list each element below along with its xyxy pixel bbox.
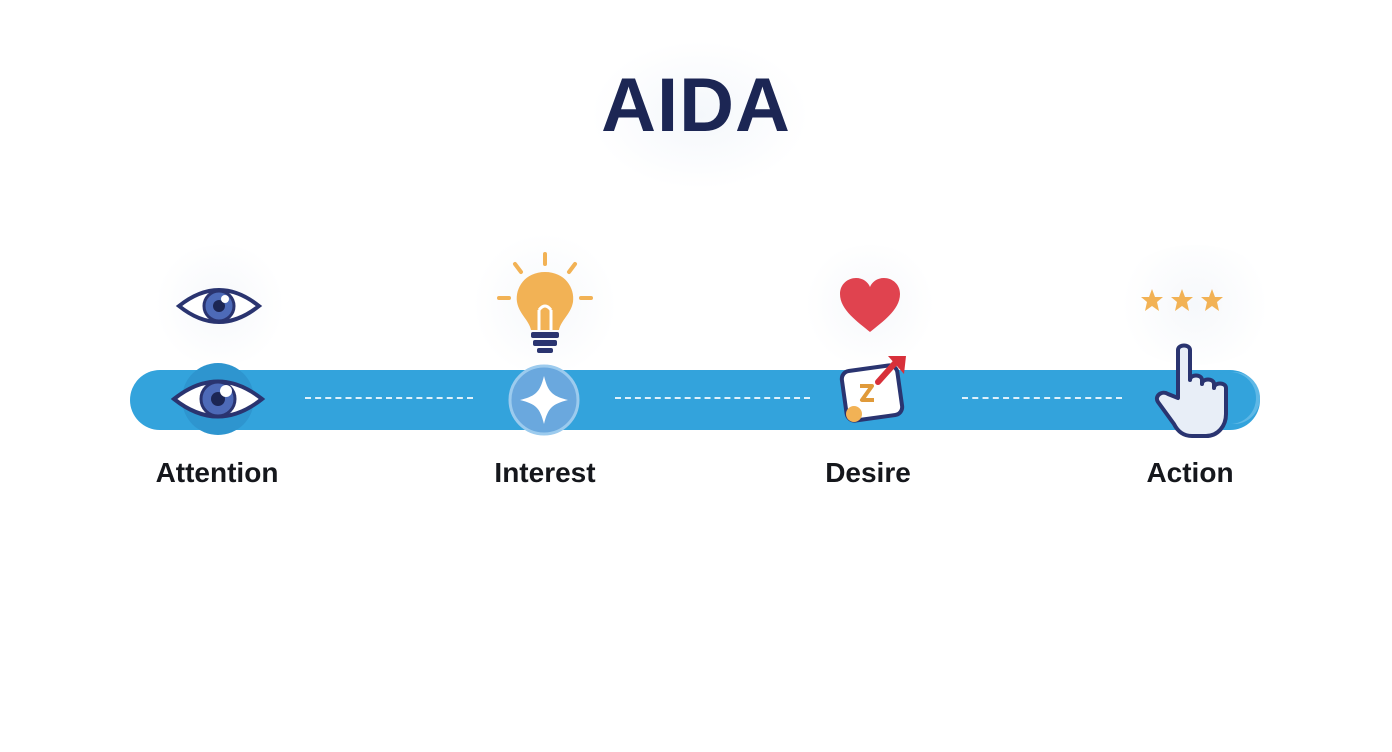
interest-lightbulb-icon [497,252,593,353]
dashed-connector-1 [305,397,473,399]
dashed-connector-3 [962,397,1122,399]
stage-label-desire: Desire [825,457,911,488]
action-stars-icon [1141,289,1223,311]
action-glow [1110,245,1280,365]
stage-label-interest: Interest [494,457,596,488]
title-glow [590,40,810,190]
attention-track-eye-icon [170,363,266,435]
interest-sparkle-icon [508,364,580,436]
progress-track [130,370,1260,430]
diagram-title: AIDA [601,63,791,148]
action-pointer-hand-icon [1155,343,1260,438]
desire-tag-arrow-icon [839,356,906,423]
dashed-connector-2 [615,397,810,399]
stage-label-action: Action [1146,457,1234,488]
desire-heart-icon [840,278,900,332]
attention-top-eye-icon [175,288,263,324]
stage-label-attention: Attention [155,457,279,488]
